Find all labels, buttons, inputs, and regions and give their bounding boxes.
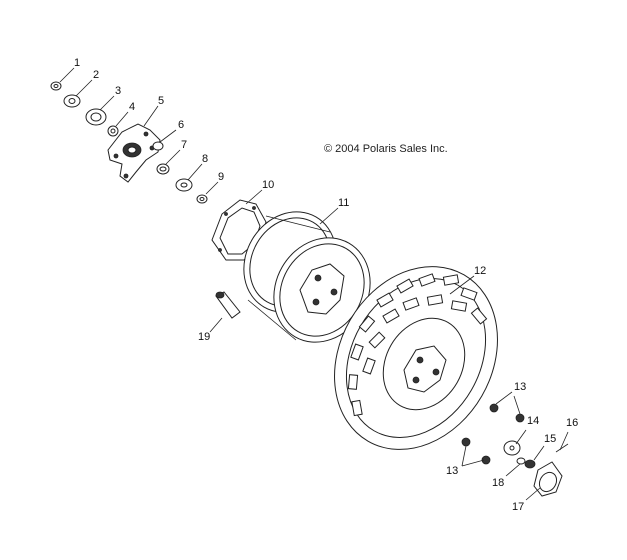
part-6-stud [152, 141, 164, 151]
callout-8: 8 [202, 153, 208, 165]
tire-tread [347, 273, 488, 417]
callout-6: 6 [178, 119, 184, 131]
part-7-seal [156, 163, 170, 175]
part-11-rim [243, 211, 371, 343]
callout-4: 4 [129, 101, 135, 113]
callout-17: 17 [512, 501, 524, 513]
part-18-washer [516, 457, 526, 465]
part-19-valve-stem [215, 291, 241, 319]
copyright-text: © 2004 Polaris Sales Inc. [324, 143, 448, 155]
part-16-cotter-pin [555, 443, 569, 453]
callout-3: 3 [115, 85, 121, 97]
callout-10: 10 [262, 179, 274, 191]
callout-16: 16 [566, 417, 578, 429]
callout-9: 9 [218, 171, 224, 183]
callout-2: 2 [93, 69, 99, 81]
callout-14: 14 [527, 415, 539, 427]
part-17-dust-cap [533, 461, 563, 497]
part-12-tire [334, 266, 498, 450]
callout-19: 19 [198, 331, 210, 343]
part-5-hub [107, 123, 161, 183]
callout-12: 12 [474, 265, 486, 277]
leader-lines [59, 67, 569, 501]
callout-15: 15 [544, 433, 556, 445]
part-3-bearing [85, 108, 107, 126]
callout-1: 1 [74, 57, 80, 69]
part-14-washer [503, 440, 521, 456]
callout-11: 11 [338, 197, 349, 209]
part-8-washer [175, 178, 193, 192]
callout-5: 5 [158, 95, 164, 107]
part-13-lug-nuts-lower [461, 437, 491, 465]
callout-13-lower: 13 [446, 465, 458, 477]
part-13-lug-nuts-upper [489, 403, 525, 423]
part-1-nut [50, 81, 62, 91]
part-15-nut [524, 459, 536, 469]
part-2-washer [63, 94, 81, 108]
callout-labels: 1 2 3 4 5 6 7 8 9 10 11 12 13 13 14 15 1… [74, 57, 578, 513]
callout-18: 18 [492, 477, 504, 489]
part-4-spacer [107, 125, 119, 137]
callout-13-upper: 13 [514, 381, 526, 393]
part-9-nut [196, 194, 208, 204]
callout-7: 7 [181, 139, 187, 151]
